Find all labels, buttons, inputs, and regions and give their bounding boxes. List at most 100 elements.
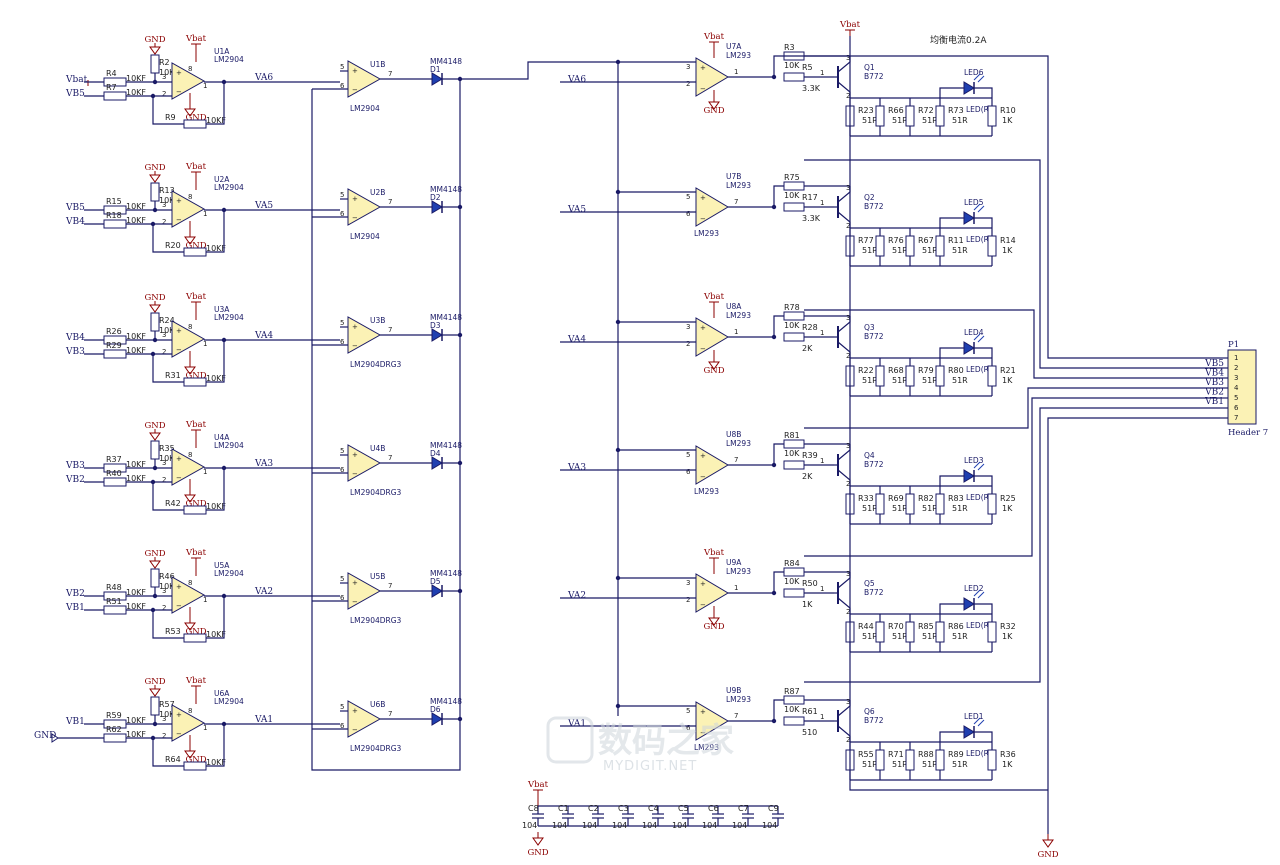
- wire: [152, 96, 184, 125]
- r-fb-ref: R64: [165, 755, 181, 764]
- diode-part: MM4148: [430, 441, 462, 450]
- opamp-U1A: [171, 62, 206, 100]
- resistor: [875, 105, 885, 127]
- r-load-ref: R80: [948, 366, 964, 375]
- r-load-ref: R11: [948, 236, 964, 245]
- resistor: [150, 696, 160, 716]
- r-led-val: 1K: [1002, 632, 1013, 641]
- pin-label: 1: [820, 69, 824, 77]
- resistor: [103, 477, 127, 487]
- gnd-label: GND: [185, 241, 206, 251]
- gnd-arrow: [51, 733, 59, 743]
- led-ref: LED1: [964, 712, 984, 721]
- pin-label: 2: [162, 604, 166, 612]
- header-P1: [1227, 349, 1257, 425]
- wire: [152, 610, 184, 639]
- capacitor-ref: C4: [648, 804, 659, 813]
- r-fb-ref: R20: [165, 241, 181, 250]
- resistor: [103, 733, 127, 743]
- vbat-label: Vbat: [703, 292, 725, 302]
- r-fb-val: 10KF: [206, 630, 226, 639]
- capacitor-val: 104: [642, 821, 657, 830]
- watermark-en: MYDIGIT.NET: [603, 759, 697, 774]
- r-fb-ref: R9: [165, 113, 176, 122]
- wire: [206, 210, 225, 253]
- plus-sign: +: [352, 323, 358, 331]
- resistor: [875, 365, 885, 387]
- r-fb-ref: R75: [784, 173, 800, 182]
- header-pin-number: 5: [1234, 394, 1238, 402]
- diode-D1: [431, 72, 443, 86]
- vbat-label: Vbat: [185, 292, 207, 302]
- r-in-top-val: 10KF: [126, 460, 146, 469]
- r-in-bot-ref: R40: [106, 469, 122, 478]
- r-fb-ref: R53: [165, 627, 181, 636]
- buffer-U1B: [347, 60, 382, 98]
- net-in: VA4: [567, 335, 586, 345]
- r-load-val: 51R: [922, 504, 938, 513]
- r-load-val: 51R: [952, 246, 968, 255]
- junction-dot: [152, 721, 158, 727]
- opamp-ref: U5A: [214, 561, 230, 570]
- r-gnd-ref: R46: [159, 572, 175, 581]
- junction-dot: [152, 337, 158, 343]
- resistor: [987, 493, 997, 515]
- r-in-bot-ref: R51: [106, 597, 122, 606]
- junction-dot: [152, 465, 158, 471]
- resistor: [987, 365, 997, 387]
- r-load-ref: R69: [888, 494, 904, 503]
- gnd-label: GND: [144, 163, 165, 173]
- led-ray: [977, 75, 985, 83]
- pin-label: 2: [846, 608, 850, 616]
- transistor-part: B772: [864, 332, 884, 341]
- r-gnd-ref: R2: [159, 58, 170, 67]
- r-load-val: 51R: [892, 760, 908, 769]
- pin-label: 3: [846, 698, 850, 706]
- r-load-ref: R76: [888, 236, 904, 245]
- led-part: LED(R): [966, 749, 992, 758]
- pin-label: 7: [388, 326, 392, 334]
- header-pin-number: 4: [1234, 384, 1239, 392]
- buffer-U3B: [347, 316, 382, 354]
- pin-label: 1: [203, 724, 207, 732]
- r-load-val: 51R: [892, 632, 908, 641]
- resistor: [150, 312, 160, 332]
- r-load-val: 51R: [922, 632, 938, 641]
- r-fb-ref: R81: [784, 431, 800, 440]
- r-fb-val: 10KF: [206, 758, 226, 767]
- wire: [939, 475, 964, 486]
- pin-label: 5: [340, 447, 344, 455]
- comparator-part: LM293: [726, 439, 751, 448]
- resistor: [875, 493, 885, 515]
- pin-label: 5: [686, 193, 690, 201]
- minus-sign: −: [176, 474, 182, 482]
- wire: [152, 738, 184, 767]
- r-b-ref: R50: [802, 579, 818, 588]
- minus-sign: −: [176, 346, 182, 354]
- net-in-top: VB1: [65, 717, 85, 727]
- wire: [152, 482, 184, 511]
- comparator-ref: U9B: [726, 686, 741, 695]
- led-LED3: [963, 469, 975, 483]
- pin-label: 6: [340, 210, 345, 218]
- capacitor-ref: C2: [588, 804, 599, 813]
- r-fb-val: 10KF: [206, 244, 226, 253]
- minus-sign: −: [352, 726, 358, 734]
- r-fb-val: 10KF: [206, 374, 226, 383]
- led-ref: LED4: [964, 328, 984, 337]
- r-b-val: 3.3K: [802, 84, 821, 93]
- led-ray: [977, 463, 985, 471]
- r-b-val: 3.3K: [802, 214, 821, 223]
- resistor: [783, 460, 805, 470]
- diode-part: MM4148: [430, 185, 462, 194]
- wire: [206, 468, 225, 511]
- r-led-val: 1K: [1002, 376, 1013, 385]
- r-load-ref: R73: [948, 106, 964, 115]
- wire: [939, 731, 964, 742]
- r-fb-ref: R42: [165, 499, 181, 508]
- capacitor-val: 104: [762, 821, 777, 830]
- comparator-part2: LM293: [694, 229, 719, 238]
- buffer-U2B: [347, 188, 382, 226]
- plus-sign: +: [176, 69, 182, 77]
- vbat-label: Vbat: [185, 162, 207, 172]
